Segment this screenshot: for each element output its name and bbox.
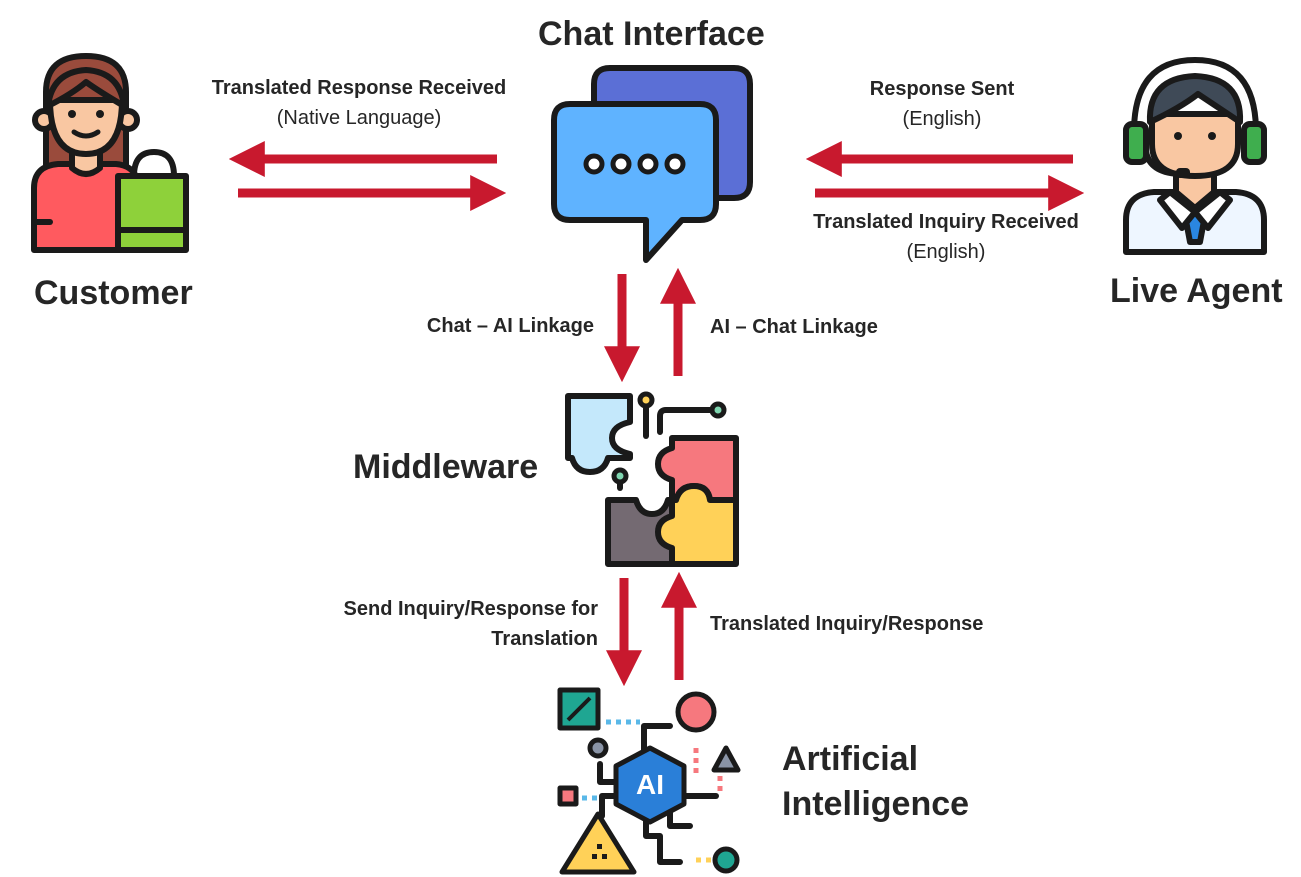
ai-title-line1: Artificial — [782, 740, 919, 778]
label-response-sent: Response Sent — [869, 78, 1015, 100]
puzzle-icon — [565, 391, 739, 567]
chat-interface-title: Chat Interface — [538, 15, 765, 53]
live-agent-icon — [1123, 57, 1267, 255]
label-ai-chat-linkage: AI – Chat Linkage — [710, 316, 878, 338]
label-english-2: (English) — [906, 241, 986, 263]
ai-circuit-icon: AI — [557, 687, 741, 875]
customer-title: Customer — [34, 274, 193, 312]
chat-bubbles-icon — [551, 65, 753, 263]
label-send-inquiry-line2: Translation — [491, 628, 598, 650]
label-translated-inquiry-received: Translated Inquiry Received — [813, 211, 1079, 233]
label-send-inquiry-line1: Send Inquiry/Response for — [343, 598, 598, 620]
ai-chip-label: AI — [636, 769, 664, 800]
label-english-1: (English) — [902, 108, 982, 130]
middleware-title: Middleware — [353, 448, 539, 486]
live-agent-title: Live Agent — [1110, 272, 1283, 310]
label-chat-ai-linkage: Chat – AI Linkage — [426, 315, 594, 337]
ai-title-line2: Intelligence — [782, 785, 970, 823]
customer-icon — [31, 53, 189, 253]
label-translated-inquiry-response: Translated Inquiry/Response — [710, 613, 984, 635]
label-native-language: (Native Language) — [276, 107, 442, 129]
label-translated-response-received: Translated Response Received — [211, 77, 507, 99]
